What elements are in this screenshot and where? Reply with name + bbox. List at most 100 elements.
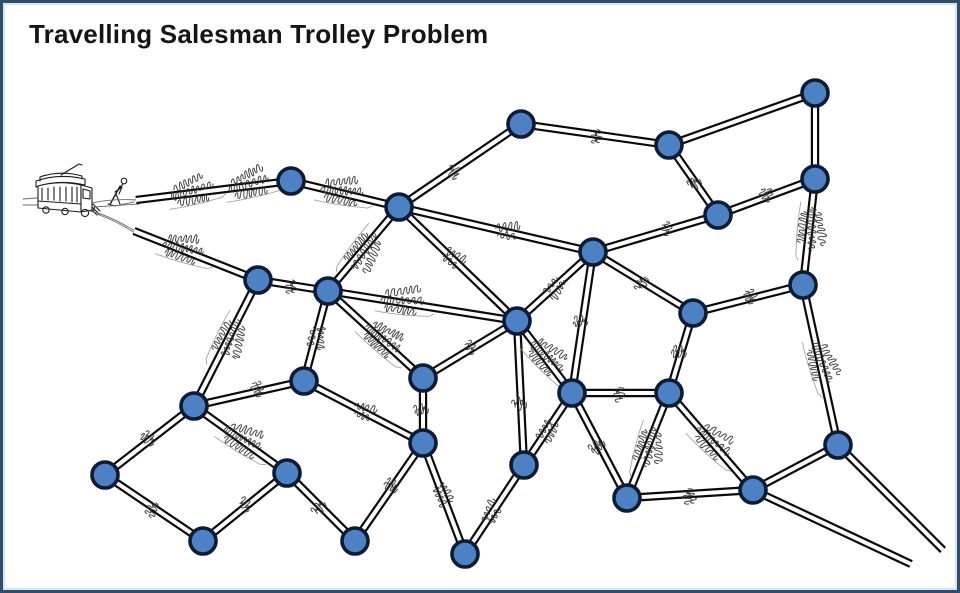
track-edge xyxy=(420,317,520,382)
edge-weight-scribble xyxy=(685,424,734,472)
track-edge xyxy=(623,391,673,500)
edge-weight-scribble xyxy=(758,188,773,203)
track-edge xyxy=(327,286,518,326)
edge-weight-scribble xyxy=(310,501,327,514)
graph-node xyxy=(654,378,684,408)
graph-node xyxy=(800,78,830,108)
track-edge xyxy=(193,376,305,411)
trolley-network-diagram xyxy=(22,78,946,569)
track-edge xyxy=(512,320,529,466)
track-edge xyxy=(567,251,598,394)
edge-weight-scribble xyxy=(801,341,842,398)
edge-weight-scribble xyxy=(587,439,606,455)
edge-weight-scribble xyxy=(535,419,559,444)
edge-weight-scribble xyxy=(448,164,461,180)
edge-weight-scribble xyxy=(686,177,702,190)
graph-node xyxy=(188,526,218,556)
graph-node xyxy=(408,363,438,393)
track-edge xyxy=(716,175,817,219)
trolley-sketch xyxy=(22,163,101,218)
graph-node xyxy=(738,475,768,505)
edge-weight-scribble xyxy=(205,310,246,365)
graph-node xyxy=(678,298,708,328)
graph-node xyxy=(502,306,532,336)
graph-node xyxy=(823,430,853,460)
edge-labels-layer xyxy=(140,128,842,524)
edge-weight-scribble xyxy=(519,338,568,388)
edge-weight-scribble xyxy=(306,326,326,351)
graph-node xyxy=(272,458,302,488)
open-track xyxy=(835,442,946,553)
track-edge xyxy=(299,289,333,383)
graph-node xyxy=(289,366,319,396)
graph-node xyxy=(654,130,684,160)
edge-weight-scribble xyxy=(481,498,502,524)
edge-weight-scribble xyxy=(239,496,251,513)
edge-weight-scribble xyxy=(795,201,828,261)
edge-weight-scribble xyxy=(374,285,434,317)
track-edge xyxy=(290,176,400,212)
graph-node xyxy=(788,270,818,300)
graph-node xyxy=(506,109,536,139)
graph-node xyxy=(276,166,306,196)
edge-weight-scribble xyxy=(354,321,404,369)
graph-node xyxy=(313,276,343,306)
track-edge xyxy=(132,227,260,284)
track-edge xyxy=(284,470,358,544)
track-edge xyxy=(419,441,469,556)
graph-node xyxy=(557,378,587,408)
edge-weight-scribble xyxy=(629,419,663,478)
edge-weight-scribble xyxy=(543,277,566,300)
edge-weight-scribble xyxy=(335,222,381,274)
track-switch-sketch xyxy=(89,199,140,236)
track-edge xyxy=(191,402,290,477)
nodes-layer xyxy=(90,78,853,569)
graph-node xyxy=(243,265,273,295)
edge-weight-scribble xyxy=(442,246,467,269)
track-edge xyxy=(324,204,403,294)
edge-weight-scribble xyxy=(250,381,264,398)
track-edge xyxy=(798,284,843,446)
graph-node xyxy=(90,460,120,490)
edge-weight-scribble xyxy=(144,502,159,519)
graph-node xyxy=(179,391,209,421)
edge-weight-scribble xyxy=(743,288,758,305)
edge-weight-scribble xyxy=(432,482,454,508)
edge-weight-scribble xyxy=(495,221,521,240)
track-edge xyxy=(591,210,720,257)
edge-weight-scribble xyxy=(572,314,589,327)
edge-weight-scribble xyxy=(169,173,227,210)
edge-weight-scribble xyxy=(660,221,673,237)
track-edge xyxy=(102,471,206,545)
graph-node xyxy=(450,539,480,569)
graph-node xyxy=(340,526,370,556)
edge-weight-scribble xyxy=(613,387,626,403)
track-edge xyxy=(590,248,696,317)
track-edge xyxy=(751,441,840,494)
track-edge xyxy=(398,202,594,257)
track-edge xyxy=(351,440,427,544)
edge-weight-scribble xyxy=(214,423,267,466)
edge-weight-scribble xyxy=(464,339,476,355)
edge-weight-scribble xyxy=(633,276,649,290)
edge-weight-scribble xyxy=(413,402,429,416)
edge-weight-scribble xyxy=(682,488,697,505)
edge-weight-scribble xyxy=(314,175,374,209)
track-edge xyxy=(396,120,524,211)
edge-weight-scribble xyxy=(383,477,398,494)
track-edge xyxy=(396,203,520,325)
edge-weight-scribble xyxy=(590,128,604,144)
graph-node xyxy=(612,483,642,513)
switchman-sketch xyxy=(107,177,128,207)
edge-weight-scribble xyxy=(511,396,527,411)
graph-node xyxy=(703,200,733,230)
edge-weight-scribble xyxy=(226,164,284,203)
graph-node xyxy=(384,192,414,222)
graph-node xyxy=(578,237,608,267)
edge-weight-scribble xyxy=(154,234,213,269)
edge-weight-scribble xyxy=(354,403,378,421)
track-edge xyxy=(135,176,292,205)
edge-weight-scribble xyxy=(285,279,297,294)
track-edge xyxy=(691,280,805,318)
